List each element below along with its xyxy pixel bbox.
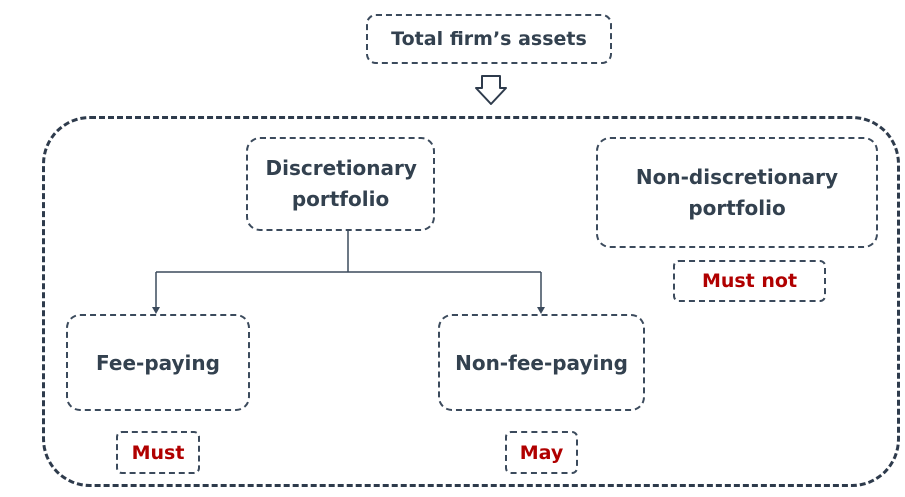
may-tag: May	[505, 431, 578, 474]
total-firm-assets-box: Total firm’s assets	[366, 14, 612, 64]
down-arrow-icon	[475, 75, 507, 105]
firm-assets-container	[42, 116, 900, 487]
may-label: May	[519, 441, 564, 464]
non-fee-paying-label: Non-fee-paying	[455, 350, 628, 375]
non-discretionary-portfolio-label: Non-discretionary portfolio	[635, 164, 839, 220]
arrowhead-left	[152, 307, 160, 314]
must-not-label: Must not	[701, 270, 798, 292]
must-not-tag: Must not	[673, 260, 826, 302]
discretionary-portfolio-box: Discretionary portfolio	[246, 137, 435, 231]
total-firm-assets-label: Total firm’s assets	[391, 28, 587, 50]
discretionary-portfolio-label: Discretionary portfolio	[265, 156, 417, 211]
non-fee-paying-box: Non-fee-paying	[438, 314, 645, 411]
must-tag: Must	[116, 431, 200, 474]
arrowhead-right	[537, 307, 545, 314]
must-label: Must	[131, 441, 185, 464]
fee-paying-box: Fee-paying	[66, 314, 250, 411]
fee-paying-label: Fee-paying	[96, 350, 220, 375]
non-discretionary-portfolio-box: Non-discretionary portfolio	[596, 137, 878, 248]
